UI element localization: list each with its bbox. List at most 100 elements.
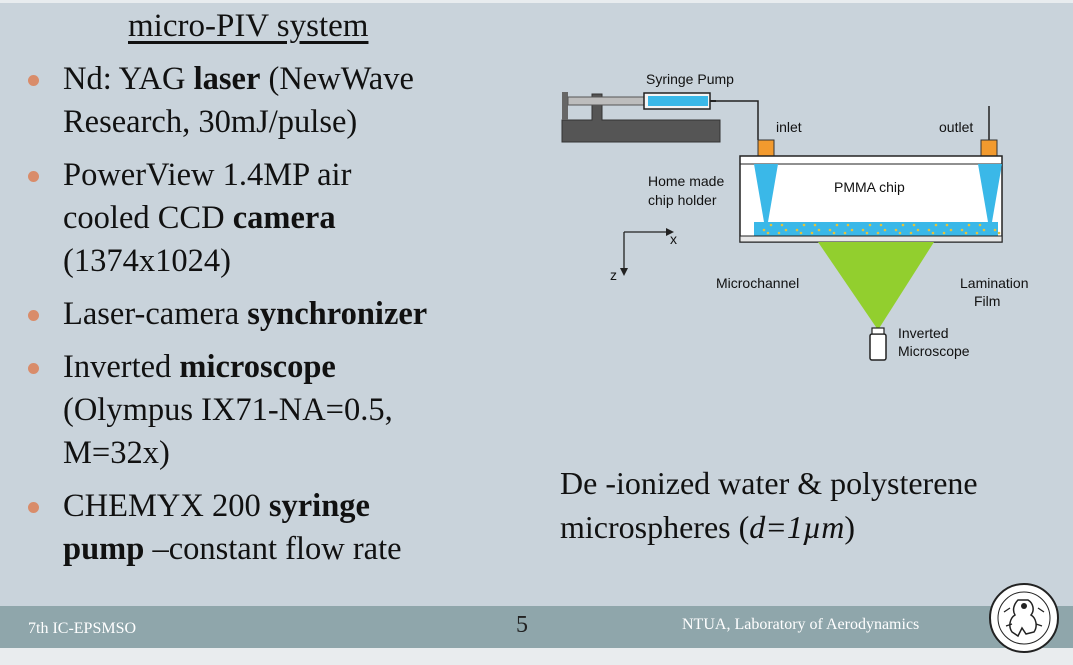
- tracer-particle: [846, 223, 850, 227]
- microchannel-label: Microchannel: [716, 275, 799, 291]
- bullet-text: CHEMYX 200: [63, 488, 269, 524]
- bullet-item: Inverted microscope (Olympus IX71-NA=0.5,…: [26, 346, 496, 475]
- tracer-particle: [964, 231, 968, 235]
- bullet-line: M=32x): [63, 432, 496, 475]
- microscope-objective: [869, 333, 887, 361]
- tracer-particle: [945, 223, 949, 227]
- tracer-particle: [916, 228, 920, 232]
- bullet-line: PowerView 1.4MP air: [63, 154, 496, 197]
- footer-conference: 7th IC-EPSMSO: [28, 620, 137, 637]
- axis-z-label: z: [610, 267, 617, 283]
- particle-diameter: d=1µm: [749, 509, 845, 545]
- tracer-particle: [901, 223, 905, 227]
- working-fluid-note: De -ionized water & polysterene microsph…: [560, 461, 978, 549]
- tracer-particle: [894, 228, 898, 232]
- tracer-particle: [975, 231, 979, 235]
- footer-lab: NTUA, Laboratory of Aerodynamics: [682, 616, 920, 633]
- inlet-channel: [754, 164, 778, 222]
- microscope-label-2: Microscope: [898, 343, 970, 359]
- tracer-particle: [927, 228, 931, 232]
- tracer-particle: [843, 231, 847, 235]
- syringe-plunger: [567, 96, 647, 106]
- bullet-text: –constant flow rate: [144, 531, 402, 567]
- tracer-particle: [993, 228, 997, 232]
- tracer-particle: [982, 228, 986, 232]
- bullet-line: Nd: YAG laser (NewWave: [63, 58, 496, 101]
- tracer-particle: [769, 223, 773, 227]
- tracer-particle: [777, 231, 781, 235]
- bullet-dot: [28, 75, 39, 86]
- bullet-text: (NewWave: [260, 61, 414, 97]
- tracer-particle: [795, 228, 799, 232]
- bullet-line: cooled CCD camera: [63, 197, 496, 240]
- tracer-particle: [813, 223, 817, 227]
- inlet-port: [757, 139, 775, 157]
- bullet-keyword: laser: [193, 61, 261, 97]
- tracer-particle: [766, 231, 770, 235]
- tracer-particle: [949, 228, 953, 232]
- tracer-particle: [942, 231, 946, 235]
- outlet-port: [980, 139, 998, 157]
- bullet-keyword: microscope: [179, 349, 336, 385]
- bullet-line: CHEMYX 200 syringe: [63, 485, 496, 528]
- outlet-label: outlet: [939, 119, 973, 135]
- bullet-text: M=32x): [63, 435, 170, 471]
- tracer-particle: [835, 223, 839, 227]
- tracer-particle: [876, 231, 880, 235]
- tracer-particle: [997, 231, 1001, 235]
- bullet-dot: [28, 171, 39, 182]
- syringe-pump-stand: [562, 92, 568, 120]
- bullet-line: Research, 30mJ/pulse): [63, 101, 496, 144]
- holder-label-1: Home made: [648, 173, 724, 189]
- lamination-label-2: Film: [974, 293, 1000, 309]
- tracer-particle: [879, 223, 883, 227]
- holder-label-2: chip holder: [648, 192, 717, 208]
- bullet-line: (Olympus IX71-NA=0.5,: [63, 389, 496, 432]
- tracer-particle: [861, 228, 865, 232]
- tracer-particle: [967, 223, 971, 227]
- bullet-keyword: synchronizer: [247, 296, 428, 332]
- microscope-label-1: Inverted: [898, 325, 949, 341]
- bullet-keyword: camera: [232, 200, 336, 236]
- tracer-particle: [960, 228, 964, 232]
- tracer-particle: [898, 231, 902, 235]
- slide-top-edge: [0, 0, 1073, 3]
- bullet-text: Laser-camera: [63, 296, 248, 332]
- tracer-particle: [883, 228, 887, 232]
- bullet-dot: [28, 310, 39, 321]
- note-line-2: microspheres (d=1µm): [560, 509, 856, 545]
- axis-x-label: x: [670, 231, 677, 247]
- tracer-particle: [868, 223, 872, 227]
- lamination-film: [739, 235, 1003, 243]
- bullet-keyword: syringe: [268, 488, 370, 524]
- bullet-text: (1374x1024): [63, 243, 231, 279]
- syringe-fluid: [648, 96, 708, 106]
- bottom-band: [0, 648, 1073, 665]
- tracer-particle: [762, 228, 766, 232]
- bullet-text: PowerView 1.4MP air: [63, 157, 352, 193]
- bullet-dot: [28, 502, 39, 513]
- chip-label: PMMA chip: [834, 179, 905, 195]
- syringe-pump-base: [561, 93, 721, 143]
- bullet-keyword: pump: [63, 531, 145, 567]
- bullet-dot: [28, 363, 39, 374]
- tracer-particle: [909, 231, 913, 235]
- bullet-text: Inverted: [63, 349, 180, 385]
- bullet-line: pump –constant flow rate: [63, 528, 496, 571]
- note-line-1: De -ionized water & polysterene: [560, 465, 978, 501]
- tracer-particle: [799, 231, 803, 235]
- tracer-particle: [802, 223, 806, 227]
- tracer-particle: [978, 223, 982, 227]
- tracer-particle: [865, 231, 869, 235]
- tracer-particle: [832, 231, 836, 235]
- light-cone: [818, 242, 934, 330]
- tracer-particle: [784, 228, 788, 232]
- lamination-label-1: Lamination: [960, 275, 1029, 291]
- tracer-particle: [934, 223, 938, 227]
- bullet-item: Laser-camera synchronizer: [26, 293, 496, 336]
- tracer-particle: [931, 231, 935, 235]
